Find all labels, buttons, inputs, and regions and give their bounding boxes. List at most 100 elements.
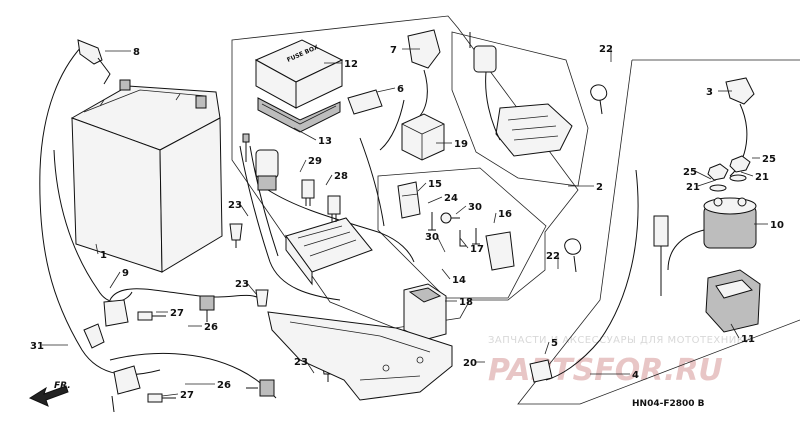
terminal-lead-lower — [111, 395, 115, 413]
callout-10: 10 — [770, 220, 784, 231]
callout-5: 5 — [551, 338, 558, 349]
callout-labels: 1234567891011121314151617181920212122222… — [30, 44, 784, 401]
battery — [70, 79, 223, 273]
starter-relay-connector — [401, 113, 445, 161]
leader-lines — [42, 48, 768, 397]
cable-terminal-31 — [83, 323, 105, 349]
mounting-bracket-20 — [267, 311, 453, 401]
wire-harness-cap — [417, 69, 428, 119]
fuse-28 — [327, 195, 341, 222]
wire-harness-up — [359, 137, 385, 227]
cable-terminal-9 — [103, 299, 129, 327]
leader-line-13 — [293, 127, 317, 141]
leader-line-24 — [427, 196, 443, 204]
leader-line-28 — [325, 174, 333, 186]
terminal-30-lower — [428, 212, 436, 231]
callout-27: 27 — [170, 308, 184, 319]
fuse-block-connector — [285, 217, 373, 286]
connector-plug-top — [469, 32, 501, 141]
bolt-27-upper — [137, 311, 166, 321]
callout-28: 28 — [334, 171, 348, 182]
leader-line-23 — [239, 203, 249, 217]
relay-bracket-15 — [397, 181, 421, 219]
connector-group-frame — [451, 31, 589, 187]
bolt-27-lower — [147, 393, 176, 403]
callout-23: 23 — [228, 200, 242, 211]
leader-line-1 — [95, 243, 99, 255]
starter-cable-4 — [545, 169, 639, 381]
wire-harness-left — [239, 145, 341, 301]
leader-line-30 — [455, 205, 467, 215]
solenoid-cover-11 — [705, 269, 761, 333]
leader-line-21 — [740, 171, 754, 177]
watermark-brand: PARTSFOR.RU — [488, 353, 723, 388]
leader-line-14 — [441, 268, 451, 280]
callout-19: 19 — [454, 139, 468, 150]
round-connector — [242, 133, 279, 191]
callout-26: 26 — [204, 322, 218, 333]
callout-17: 17 — [470, 244, 484, 255]
callout-11: 11 — [741, 334, 755, 345]
leader-line-25 — [694, 170, 712, 180]
starter-solenoid-10 — [667, 197, 757, 271]
terminal-17 — [459, 230, 466, 247]
leader-line-5 — [544, 341, 550, 355]
front-direction-label: FR. — [54, 381, 71, 391]
callout-18: 18 — [459, 297, 473, 308]
leader-line-23 — [246, 282, 258, 296]
callout-7: 7 — [390, 45, 397, 56]
terminal-lead — [97, 57, 111, 85]
harness-group-frame — [231, 15, 579, 329]
relay-cover-18 — [403, 283, 447, 341]
leader-line-27 — [161, 393, 179, 397]
callout-21: 21 — [755, 172, 769, 183]
callout-23: 23 — [235, 279, 249, 290]
ground-cable-9 — [109, 288, 263, 301]
relay-16 — [485, 231, 515, 271]
leader-line-15 — [417, 182, 427, 192]
terminal-30-upper — [472, 228, 480, 245]
callout-9: 9 — [122, 268, 129, 279]
callout-3: 3 — [706, 87, 713, 98]
leader-line-29 — [299, 159, 307, 173]
callout-14: 14 — [452, 275, 466, 286]
leader-line-23 — [305, 360, 315, 374]
callout-1: 1 — [100, 250, 107, 261]
callout-13: 13 — [318, 136, 332, 147]
callout-12: 12 — [344, 59, 358, 70]
clip-23-left — [229, 223, 243, 248]
leader-line-21 — [697, 179, 717, 187]
callout-4: 4 — [632, 370, 639, 381]
multi-pin-connector — [495, 103, 573, 157]
callout-6: 6 — [397, 84, 404, 95]
callout-31: 31 — [30, 341, 44, 352]
callout-30: 30 — [468, 202, 482, 213]
clamp-22-upper — [590, 84, 608, 115]
screw-24 — [440, 212, 460, 224]
relay-group-frame — [377, 167, 547, 299]
callout-20: 20 — [463, 358, 477, 369]
callout-8: 8 — [133, 47, 140, 58]
callout-16: 16 — [498, 209, 512, 220]
cable-terminal-lower — [113, 365, 141, 395]
cable-terminal-5 — [529, 359, 553, 383]
leader-line-16 — [493, 212, 497, 224]
callout-23: 23 — [294, 357, 308, 368]
callout-22: 22 — [599, 44, 613, 55]
leader-line-17 — [459, 237, 469, 249]
nuts-21-25 — [707, 155, 751, 192]
grommet-26-upper — [199, 295, 215, 322]
callout-22: 22 — [546, 251, 560, 262]
terminal-boot-7 — [407, 29, 441, 69]
watermark-text: ЗАПЧАСТИ И АКСЕССУАРЫ ДЛЯ МОТОТЕХНИКИ — [488, 335, 752, 346]
diagram-code: HN04-F2800 B — [632, 399, 705, 409]
callout-26: 26 — [217, 380, 231, 391]
callout-27: 27 — [180, 390, 194, 401]
callout-30: 30 — [425, 232, 439, 243]
callout-21: 21 — [686, 182, 700, 193]
clamp-22-lower — [564, 238, 582, 273]
wire-harness-top — [379, 99, 405, 151]
grommet-26-lower — [246, 379, 275, 397]
wire-harness-mid — [267, 189, 415, 263]
